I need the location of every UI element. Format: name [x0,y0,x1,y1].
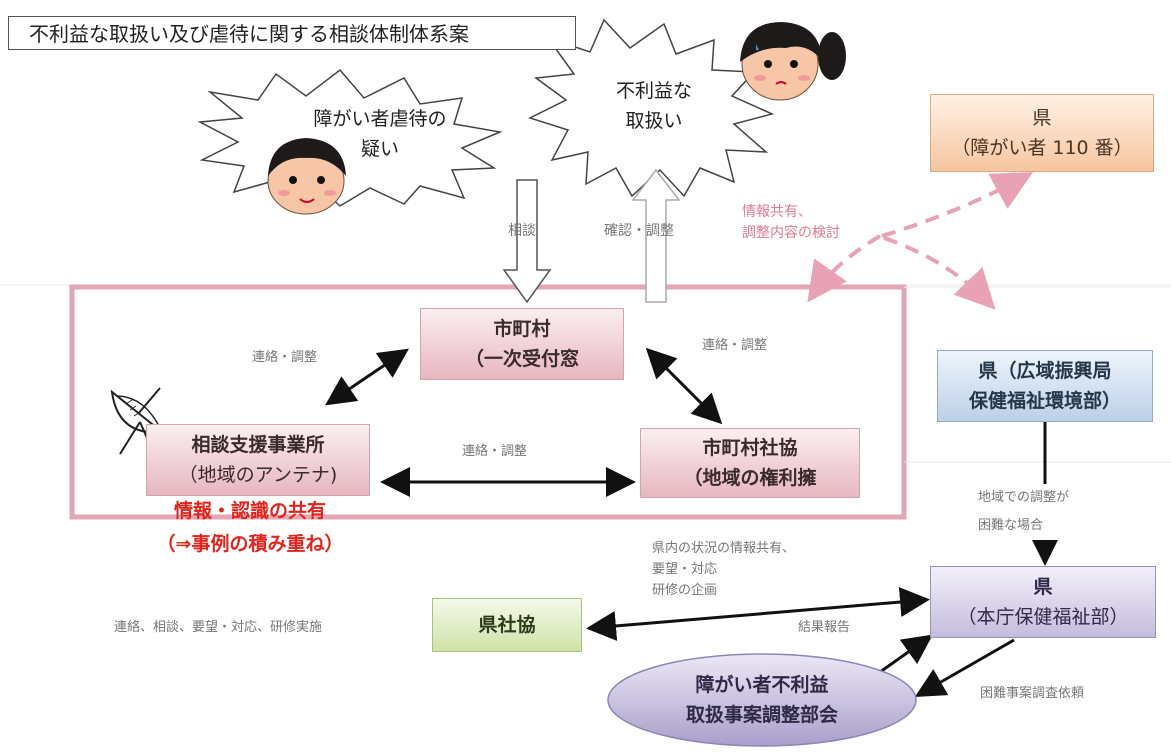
info-share-label: 情報共有、 調整内容の検討 [742,204,840,241]
arrow-municipality-welfare [645,347,723,425]
boy-face-icon [267,138,346,215]
disadvantage-burst-shape [528,18,775,198]
request-label: 困難事案調査依頼 [980,686,1085,701]
pref-110-box: 県（障がい者 110 番） [930,94,1154,172]
liaison-right-label: 連絡・調整 [702,338,768,353]
info-arrow-to-regional-office [883,236,996,310]
arrow-municipality-office [325,348,409,406]
report-label: 結果報告 [798,620,851,635]
arrow-hq-committee [914,638,1015,697]
page-title: 不利益な取扱い及び虐待に関する相談体制体系案 [8,16,576,50]
liaison-mid-label: 連絡・調整 [462,444,528,459]
liaison-left-label: 連絡・調整 [252,350,318,365]
pref-regional-box: 県（広域振興局保健福祉環境部） [937,350,1153,422]
abuse-burst-label: 障がい者虐待の疑い [313,108,447,160]
regional-difficult-label: 地域での調整が 困難な場合 [978,484,1070,540]
confirm-label: 確認・調整 [604,223,674,239]
arrow-council-hq [586,587,930,641]
confirm-arrow [631,168,681,303]
municipal-region-frame [69,284,907,520]
committee-label: 障がい者不利益取扱事案調整部会 [685,674,838,726]
consult-arrow [502,179,552,304]
committee-ellipse [607,653,917,747]
pref-info-label: 県内の状況の情報共有、 要望・対応 研修の企画 [652,541,796,598]
municipality-box: 市町村（一次受付窓 [420,308,624,380]
share-note: 情報・認識の共有（⇒事例の積み重ね） [156,500,344,555]
girl-face-icon [740,22,846,101]
consult-office-box: 相談支援事業所（地域のアンテナ) [146,424,370,496]
pref-hq-box: 県（本庁保健福祉部） [930,566,1156,638]
pref-council-box: 県社協 [432,598,582,652]
council-activities-label: 連絡、相談、要望・対応、研修実施 [114,620,323,635]
disadvantage-burst-label: 不利益な取扱い [615,80,692,132]
consult-label: 相談 [508,223,536,239]
info-arrow-to-region [807,234,882,303]
social-welfare-box: 市町村社協（地域の権利擁 [640,428,860,498]
info-arrow-to-pref110 [881,172,1034,238]
